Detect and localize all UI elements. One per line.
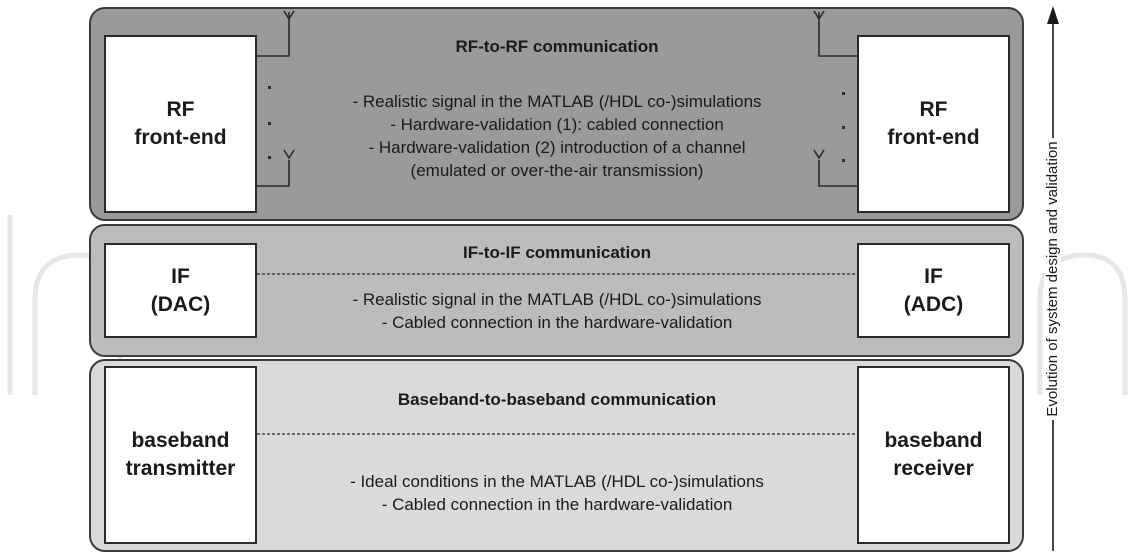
bullet-line: - Cabled connection in the hardware-vali…: [381, 313, 733, 332]
block-label-line: (ADC): [903, 292, 964, 316]
block-label-line: receiver: [893, 457, 974, 480]
rf-dots: [268, 86, 845, 162]
rf-left-top-connector: [257, 12, 290, 57]
rf-front-end-left: RF front-end: [104, 35, 257, 213]
evolution-axis-label: Evolution of system design and validatio…: [1044, 0, 1062, 559]
bullet-line: - Realistic signal in the MATLAB (/HDL c…: [352, 290, 762, 309]
rf-right-top-connector: [818, 12, 857, 57]
rf-left-bottom-connector: [257, 160, 290, 187]
if-adc-block: IF (ADC): [857, 243, 1010, 338]
rf-right-bottom-connector: [818, 160, 857, 187]
if-layer-bullets: - Realistic signal in the MATLAB (/HDL c…: [257, 288, 857, 334]
block-label-line: front-end: [887, 126, 980, 149]
bullet-line: - Cabled connection in the hardware-vali…: [381, 495, 733, 514]
bullet-line: - Realistic signal in the MATLAB (/HDL c…: [352, 92, 762, 111]
block-label-line: baseband: [131, 429, 230, 452]
block-label-line: transmitter: [125, 457, 236, 480]
baseband-layer-bullets: - Ideal conditions in the MATLAB (/HDL c…: [257, 470, 857, 516]
evolution-axis-label-text: Evolution of system design and validatio…: [1044, 138, 1061, 420]
if-layer-title: IF-to-IF communication: [463, 243, 651, 262]
bullet-line: - Ideal conditions in the MATLAB (/HDL c…: [350, 472, 764, 491]
baseband-layer-title: Baseband-to-baseband communication: [397, 390, 717, 409]
block-label-line: (DAC): [150, 292, 211, 316]
antenna-icon: [813, 149, 825, 160]
block-label-line: RF: [919, 98, 948, 121]
bullet-line: - Hardware-validation (1): cabled connec…: [390, 115, 724, 134]
antenna-icon: [813, 10, 825, 21]
baseband-transmitter-block: baseband transmitter: [104, 366, 257, 544]
rf-layer-title: RF-to-RF communication: [455, 37, 659, 56]
block-label-line: IF: [924, 264, 943, 288]
block-label-line: RF: [166, 98, 195, 121]
up-arrow-icon: [1047, 6, 1059, 24]
if-dac-block: IF (DAC): [104, 243, 257, 338]
baseband-receiver-block: baseband receiver: [857, 366, 1010, 544]
block-label-line: baseband: [884, 429, 983, 452]
rf-front-end-right: RF front-end: [857, 35, 1010, 213]
bullet-line: (emulated or over-the-air transmission): [410, 161, 704, 180]
bullet-line: - Hardware-validation (2) introduction o…: [368, 138, 746, 157]
rf-layer-bullets: - Realistic signal in the MATLAB (/HDL c…: [257, 90, 857, 182]
antenna-icon: [283, 10, 295, 21]
block-label-line: front-end: [134, 126, 227, 149]
block-label-line: IF: [171, 264, 190, 288]
antenna-icon: [283, 149, 295, 160]
